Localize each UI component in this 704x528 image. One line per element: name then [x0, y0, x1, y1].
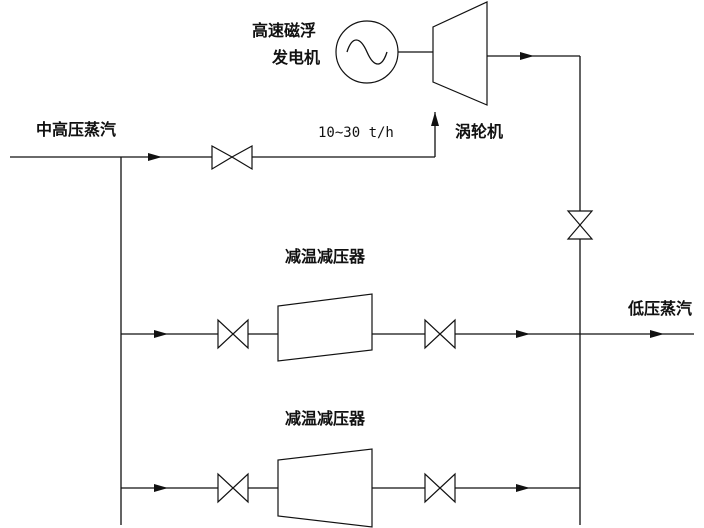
- turbine-exhaust-arrow: [520, 52, 534, 60]
- turbine-exhaust-valve[interactable]: [566, 210, 594, 240]
- prv2-outlet-arrow: [516, 484, 530, 492]
- high-speed-maglev-generator: [335, 20, 399, 84]
- generator-label-line2: 发电机: [271, 48, 320, 67]
- hp-steam-flow-arrow: [148, 153, 162, 161]
- prv2-inlet-arrow: [154, 484, 168, 492]
- prv1-inlet-valve[interactable]: [217, 318, 249, 350]
- prv2-inlet-valve[interactable]: [217, 472, 249, 504]
- desuperheater-prv-1: [277, 293, 373, 362]
- desuperheater-prv-2: [277, 448, 373, 528]
- turbine: [432, 1, 488, 106]
- sine-wave-icon: [346, 39, 388, 65]
- turbine-inlet-arrow: [431, 112, 439, 126]
- prv-lower-label: 减温减压器: [285, 409, 366, 428]
- prv2-outlet-valve[interactable]: [424, 472, 456, 504]
- lp-steam-output-arrow: [650, 330, 664, 338]
- flow-rate-label: 10~30 t/h: [318, 125, 394, 141]
- turbine-label: 涡轮机: [455, 122, 503, 141]
- lp-steam-label: 低压蒸汽: [627, 299, 692, 318]
- turbine-inlet-valve[interactable]: [211, 144, 253, 171]
- generator-label-line1: 高速磁浮: [252, 21, 316, 40]
- prv1-outlet-arrow: [516, 330, 530, 338]
- prv-upper-label: 减温减压器: [285, 247, 366, 266]
- prv1-inlet-arrow: [154, 330, 168, 338]
- hp-steam-label: 中高压蒸汽: [36, 120, 116, 139]
- prv1-outlet-valve[interactable]: [424, 318, 456, 350]
